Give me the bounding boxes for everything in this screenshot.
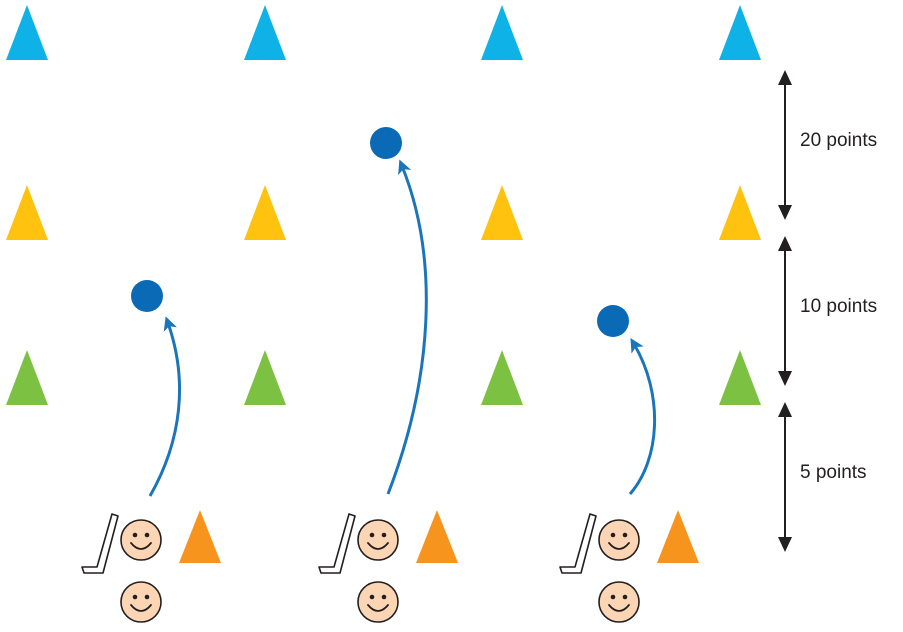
- face-eye-left: [610, 594, 616, 600]
- face-eye-left: [132, 532, 138, 538]
- cone-bottom-1: [6, 350, 48, 405]
- shot-arrow-2: [386, 159, 428, 495]
- face-eye-right: [144, 594, 150, 600]
- face-smile: [608, 604, 630, 612]
- smiley-face-icon: [598, 581, 640, 623]
- shot-arrows: [148, 159, 656, 497]
- measure-arrowhead-down: [778, 537, 792, 552]
- face-eye-right: [381, 532, 387, 538]
- smiley-face-icon: [357, 519, 399, 561]
- smiley-face-icon: [598, 519, 640, 561]
- cone-bottom-2: [244, 350, 286, 405]
- face-smile: [608, 542, 630, 550]
- smiley-face-icon: [357, 581, 399, 623]
- zone-label-10-points: 10 points: [800, 296, 878, 317]
- ball-2: [370, 127, 402, 159]
- measure-arrowhead-down: [778, 205, 792, 220]
- cone-bottom-4: [719, 350, 761, 405]
- cone-top-3: [481, 5, 523, 60]
- zone-measure-arrows: [778, 70, 792, 552]
- measure-arrow-20-points: [778, 70, 792, 220]
- cone-top-4: [719, 5, 761, 60]
- cone-top-1: [6, 5, 48, 60]
- face-outline: [357, 519, 399, 561]
- orange-cone-icon: [657, 510, 699, 563]
- face-outline: [598, 519, 640, 561]
- measure-arrowhead-up: [778, 70, 792, 85]
- cone-middle-1: [6, 185, 48, 240]
- smiley-face-icon: [120, 519, 162, 561]
- shot-arrow-3: [628, 337, 656, 495]
- zone-label-5-points: 5 points: [800, 462, 867, 483]
- face-smile: [367, 542, 389, 550]
- hockey-stick-icon: [318, 513, 356, 574]
- cone-middle-4: [719, 185, 761, 240]
- player-group-2: [318, 510, 458, 623]
- face-eye-right: [144, 532, 150, 538]
- measure-arrow-5-points: [778, 402, 792, 552]
- face-smile: [367, 604, 389, 612]
- cone-grid: [6, 5, 761, 405]
- face-smile: [130, 542, 152, 550]
- face-eye-right: [381, 594, 387, 600]
- orange-cone-icon: [179, 510, 221, 563]
- player-group-3: [559, 510, 699, 623]
- face-eye-left: [132, 594, 138, 600]
- hockey-stick-icon: [81, 513, 119, 574]
- zone-label-20-points: 20 points: [800, 130, 878, 151]
- face-outline: [120, 519, 162, 561]
- smiley-face-icon: [120, 581, 162, 623]
- orange-cone-icon: [416, 510, 458, 563]
- cone-top-2: [244, 5, 286, 60]
- player-groups: [81, 510, 699, 623]
- measure-arrow-10-points: [778, 236, 792, 386]
- hockey-stick-icon: [559, 513, 597, 574]
- face-outline: [120, 581, 162, 623]
- ball-1: [131, 280, 163, 312]
- face-smile: [130, 604, 152, 612]
- measure-arrowhead-up: [778, 236, 792, 251]
- face-eye-left: [369, 532, 375, 538]
- face-eye-left: [369, 594, 375, 600]
- measure-arrowhead-down: [778, 371, 792, 386]
- face-outline: [357, 581, 399, 623]
- ball-3: [597, 305, 629, 337]
- cone-bottom-3: [481, 350, 523, 405]
- measure-arrowhead-up: [778, 402, 792, 417]
- cone-middle-2: [244, 185, 286, 240]
- player-group-1: [81, 510, 221, 623]
- cone-middle-3: [481, 185, 523, 240]
- face-eye-right: [622, 594, 628, 600]
- face-eye-right: [622, 532, 628, 538]
- shot-arrow-1: [148, 316, 181, 497]
- balls: [131, 127, 629, 337]
- face-outline: [598, 581, 640, 623]
- face-eye-left: [610, 532, 616, 538]
